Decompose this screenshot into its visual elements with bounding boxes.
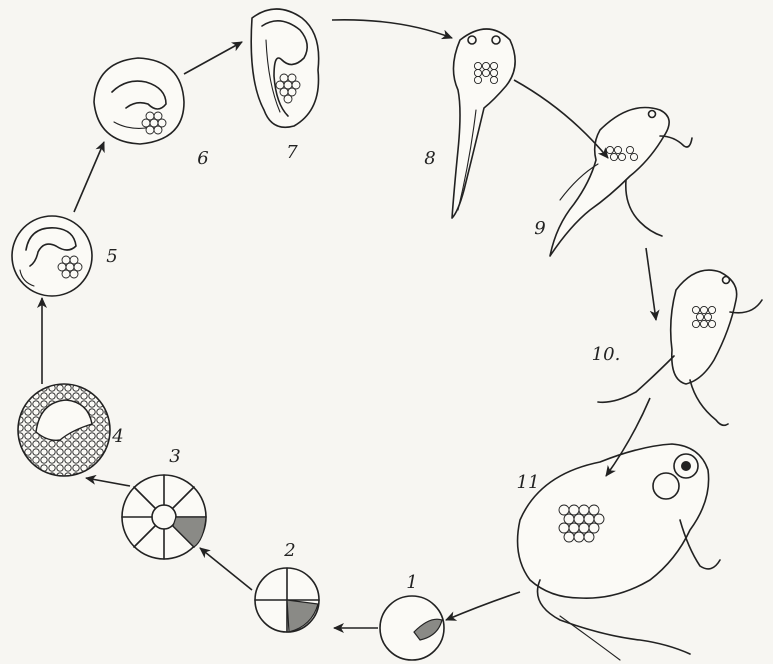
arrow-11-to-1: [446, 592, 520, 620]
label-stage-10: 10.: [592, 344, 621, 365]
arrow-6-to-7: [184, 42, 242, 74]
label-stage-2: 2: [283, 540, 295, 561]
stage-3-multicell: [122, 475, 206, 559]
stage-8-tadpole: [452, 29, 515, 218]
label-stage-4: 4: [111, 426, 123, 447]
arrow-9-to-10: [646, 248, 656, 320]
label-stage-7: 7: [286, 142, 298, 163]
stage-9-tadpole-legs: [550, 108, 692, 257]
stage-7-embryo: [251, 9, 318, 127]
label-stage-11: 11: [517, 472, 540, 493]
arrow-7-to-8: [332, 20, 452, 38]
label-stage-3: 3: [169, 446, 180, 467]
stage-1-egg: [380, 596, 444, 660]
arrow-3-to-4: [86, 478, 130, 486]
arrow-5-to-6: [74, 142, 104, 212]
stage-2-four-cell: [255, 568, 319, 632]
label-stage-8: 8: [424, 148, 435, 169]
label-stage-5: 5: [106, 246, 117, 267]
label-stage-6: 6: [197, 148, 208, 169]
stage-10-froglet: [598, 270, 762, 425]
stage-4-blastula: [18, 384, 110, 476]
label-stage-1: 1: [406, 572, 417, 593]
arrow-2-to-3: [200, 548, 252, 590]
stage-5-embryo: [12, 216, 92, 296]
stage-11-adult-frog: [518, 444, 720, 660]
label-stage-9: 9: [534, 218, 545, 239]
stage-6-embryo: [94, 58, 184, 144]
arrow-8-to-9: [514, 80, 608, 158]
